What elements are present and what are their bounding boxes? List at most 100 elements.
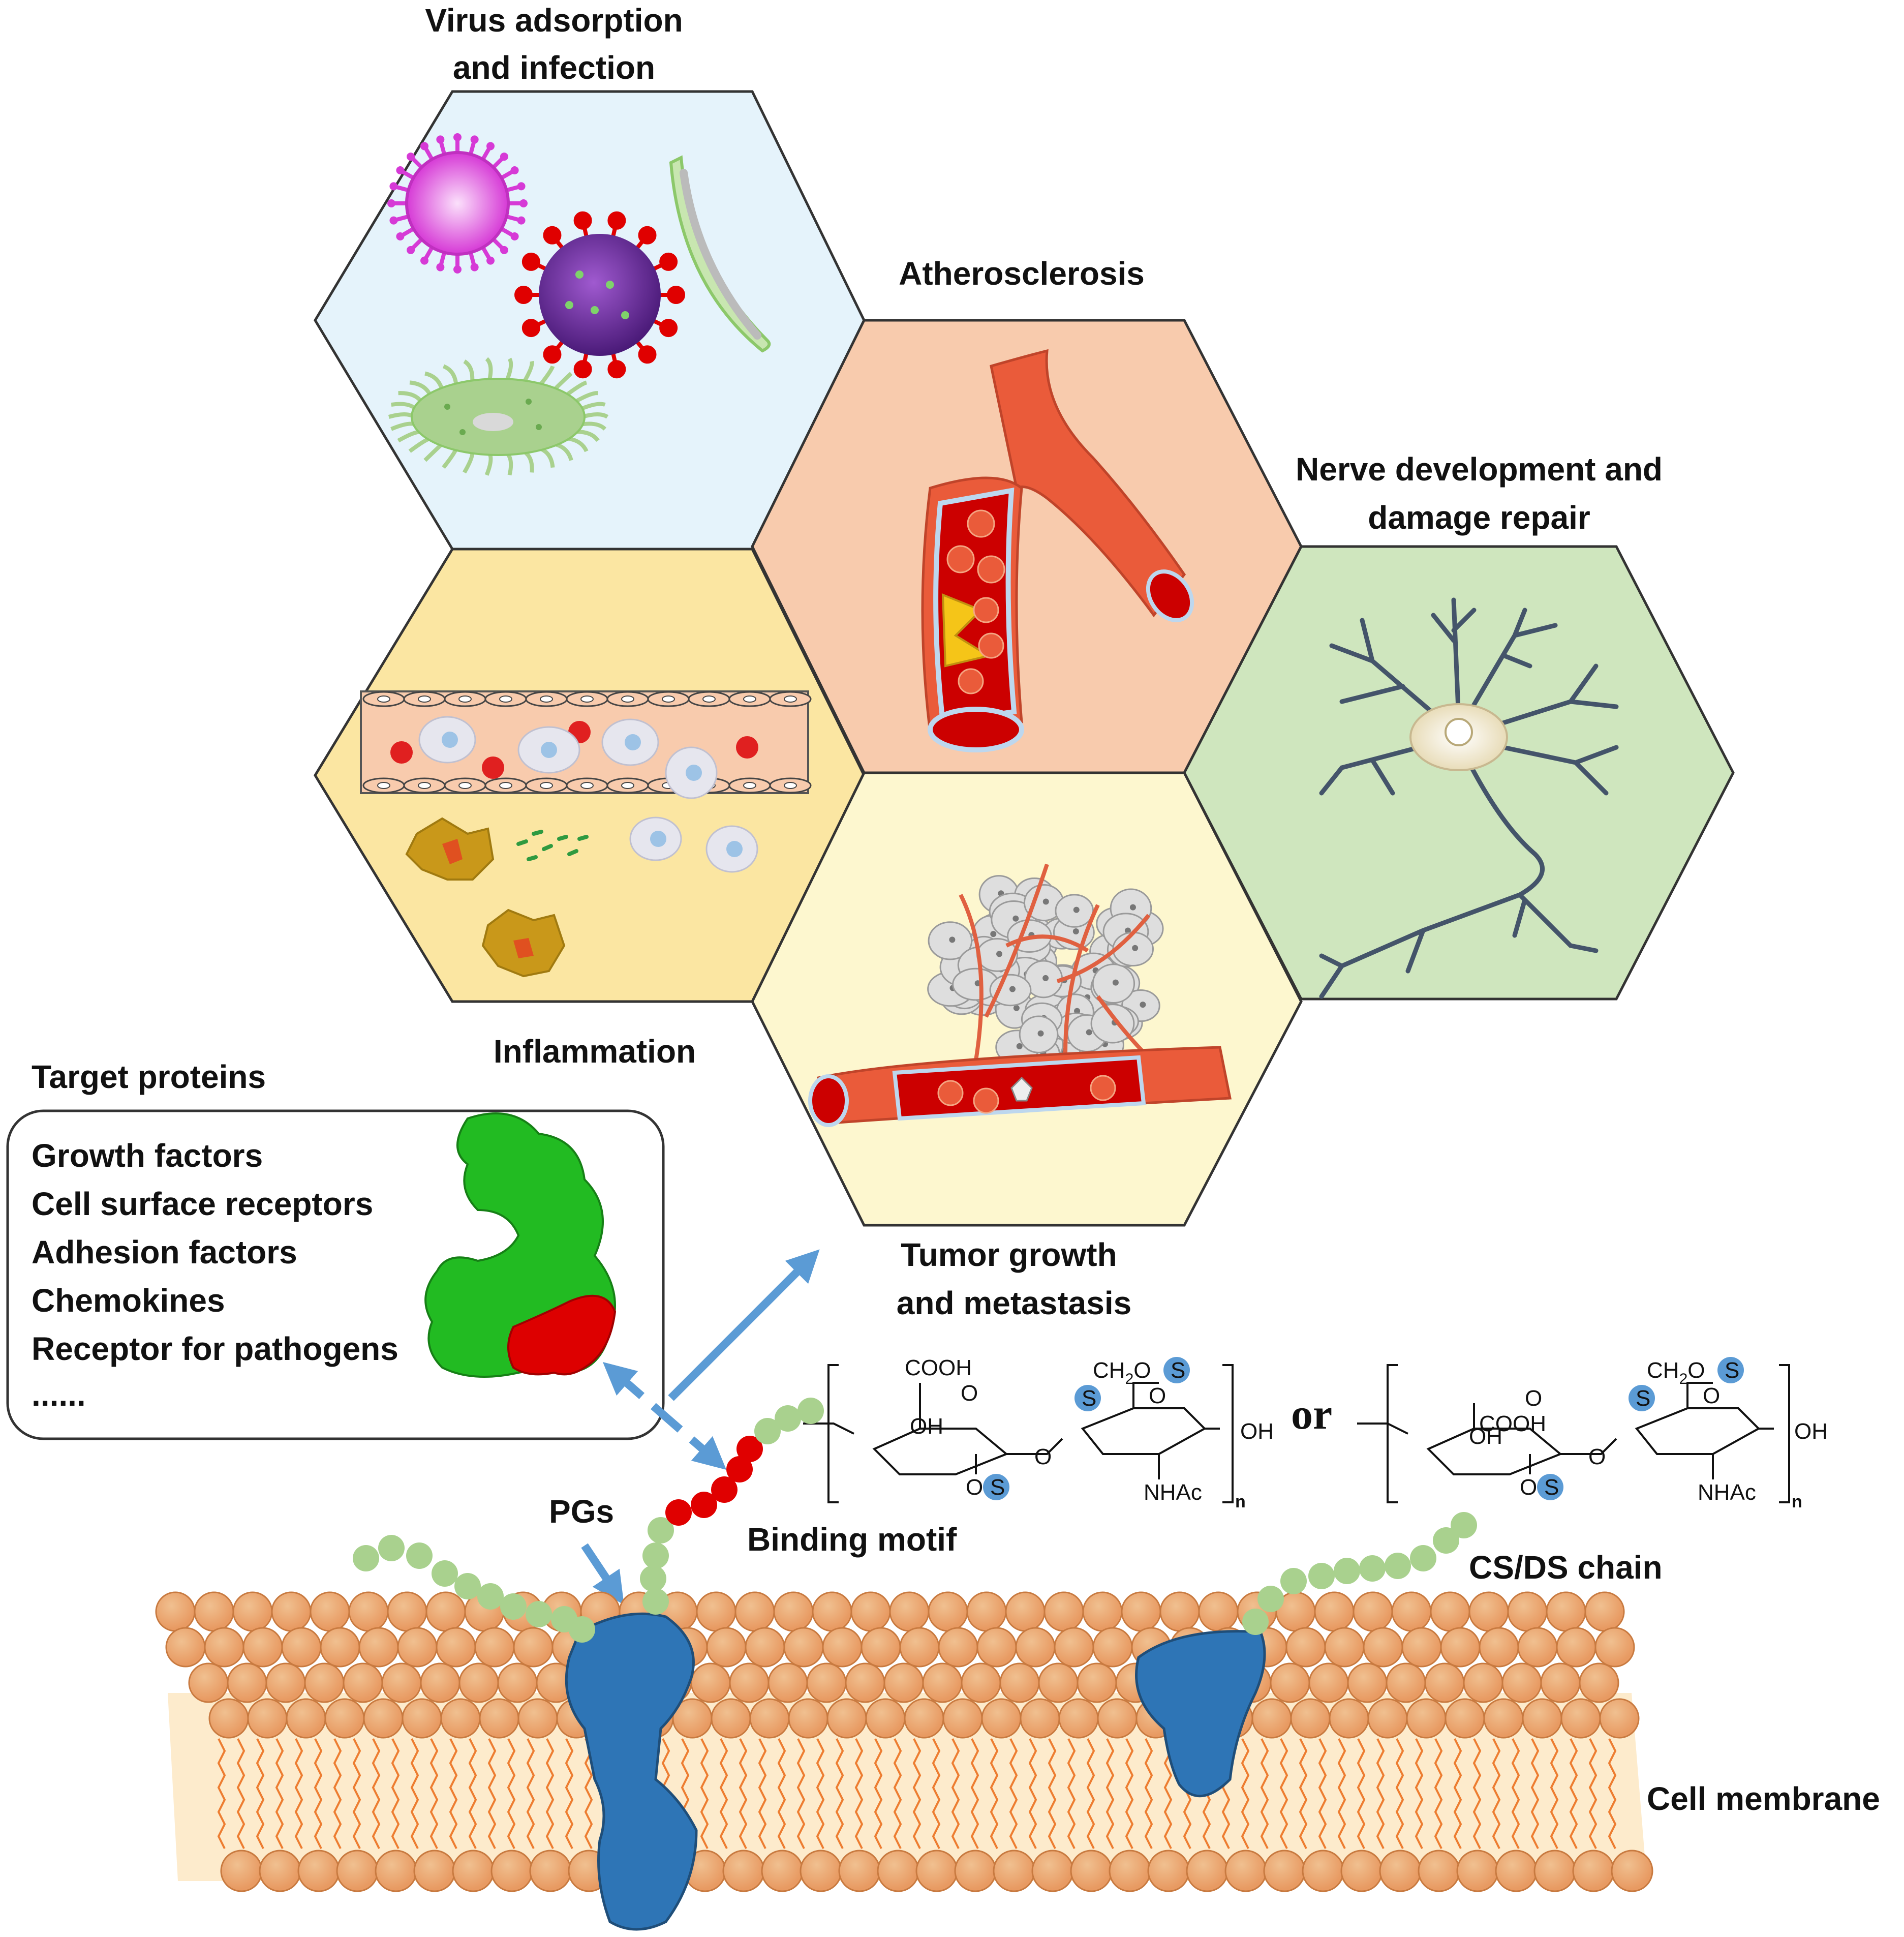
target-item-ellipsis: ...... <box>32 1376 86 1413</box>
chem-s-4: S <box>1544 1475 1559 1500</box>
arrow-to-tumor <box>668 1249 820 1401</box>
lipid-tail <box>1530 1738 1540 1849</box>
endothelial-nucleus <box>499 695 512 703</box>
lipid-tail <box>333 1738 342 1849</box>
lipid-head <box>247 1698 288 1739</box>
lipid-tail <box>951 1738 960 1849</box>
lipid-head <box>1440 1627 1481 1668</box>
lipid-head <box>976 1627 1017 1668</box>
chem-o-ring4: O <box>1703 1383 1720 1408</box>
lipid-head <box>1463 1662 1503 1703</box>
cilium <box>505 357 513 381</box>
lipid-head <box>915 1850 958 1892</box>
tumor-cell-nucleus <box>1042 975 1049 981</box>
lipid-head <box>1097 1698 1138 1739</box>
chain-bead <box>775 1405 801 1432</box>
motif-bead <box>726 1456 753 1482</box>
lipid-head <box>981 1698 1022 1739</box>
cell-membrane <box>155 1591 1653 1892</box>
lipid-head <box>1285 1627 1326 1668</box>
lipid-head <box>1507 1591 1548 1632</box>
lipid-head <box>208 1698 249 1739</box>
lipid-head <box>497 1662 538 1703</box>
label-cs-ds-chain: CS/DS chain <box>1469 1549 1663 1586</box>
arrow-pgs <box>581 1543 624 1605</box>
lipid-head <box>425 1591 466 1632</box>
lipid-tail <box>932 1738 941 1849</box>
sulfate-icon <box>983 1474 1009 1500</box>
lipid-head <box>265 1662 306 1703</box>
virus-spike-tip <box>638 345 657 364</box>
lipid-head <box>773 1591 814 1632</box>
label-virus-line2: and infection <box>453 49 655 86</box>
endothelial-nucleus <box>458 782 472 789</box>
endothelial-nucleus <box>540 695 553 703</box>
lipid-tail <box>275 1738 284 1849</box>
lipid-head <box>402 1698 442 1739</box>
lipid-head <box>320 1627 360 1668</box>
lipid-head <box>1263 1850 1306 1892</box>
lipid-head <box>711 1698 751 1739</box>
lipid-tail <box>526 1738 535 1849</box>
lipid-head <box>788 1698 828 1739</box>
lipid-head <box>297 1850 340 1892</box>
lipid-tail <box>468 1738 477 1849</box>
lipid-head <box>1430 1591 1470 1632</box>
lipid-head <box>904 1698 944 1739</box>
tumor-cell-nucleus <box>1013 1005 1020 1011</box>
lipid-tail <box>1569 1738 1578 1849</box>
chain-bead <box>454 1573 481 1599</box>
endothelial-nucleus <box>580 782 594 789</box>
cilium <box>522 360 534 383</box>
tumor-cell-nucleus <box>1074 1008 1081 1014</box>
lipid-tail <box>758 1738 767 1849</box>
lipid-head <box>529 1850 572 1892</box>
endothelial-nucleus <box>743 782 756 789</box>
lipid-head <box>1290 1698 1331 1739</box>
lipid-tail <box>1144 1738 1153 1849</box>
lipid-tail <box>449 1738 458 1849</box>
lipid-head <box>1186 1850 1229 1892</box>
endothelial-nucleus <box>621 695 634 703</box>
lipid-head <box>899 1627 940 1668</box>
lipid-head <box>1109 1850 1151 1892</box>
lipid-head <box>938 1627 978 1668</box>
lipid-head <box>490 1850 533 1892</box>
lipid-tail <box>893 1738 902 1849</box>
lipid-head <box>220 1850 263 1892</box>
lipid-tail <box>1125 1738 1134 1849</box>
chem-o-sulfate2: O <box>1520 1475 1537 1500</box>
lipid-head <box>1329 1698 1369 1739</box>
lipid-head <box>1302 1850 1344 1892</box>
lipid-head <box>922 1662 963 1703</box>
lipid-head <box>845 1662 885 1703</box>
lipid-head <box>1031 1850 1074 1892</box>
lipid-tail <box>314 1738 323 1849</box>
lipid-tail <box>1086 1738 1095 1849</box>
endothelial-nucleus <box>540 782 553 789</box>
lipid-head <box>800 1850 842 1892</box>
protein-surface-icon <box>424 1112 617 1378</box>
lipid-head <box>1324 1627 1365 1668</box>
endothelial-nucleus <box>499 782 512 789</box>
label-nerve-line2: damage repair <box>1368 499 1590 536</box>
lipid-tail <box>1550 1738 1559 1849</box>
virus-spike-tip <box>510 232 519 240</box>
lipid-tail <box>429 1738 439 1849</box>
tumor-cell-nucleus <box>1132 945 1139 951</box>
chem-cooh-1: COOH <box>905 1355 972 1380</box>
lipid-head <box>324 1698 365 1739</box>
lipid-head <box>1611 1850 1653 1892</box>
virus-spike-tip <box>389 216 398 225</box>
lipid-head <box>722 1850 765 1892</box>
chem-s-1: S <box>990 1475 1005 1500</box>
chem-o-link2: O <box>1588 1444 1606 1469</box>
chain-bead <box>526 1601 552 1627</box>
lipid-head <box>954 1850 997 1892</box>
lipid-head <box>1560 1698 1601 1739</box>
chem-nhac-1: NHAc <box>1144 1480 1202 1505</box>
chem-ch2o-1: CH2O <box>1093 1358 1151 1387</box>
tumor-cell-nucleus <box>1140 1002 1146 1008</box>
cs-ds-chains <box>353 1398 1477 1643</box>
chem-s-3: S <box>1082 1386 1096 1411</box>
